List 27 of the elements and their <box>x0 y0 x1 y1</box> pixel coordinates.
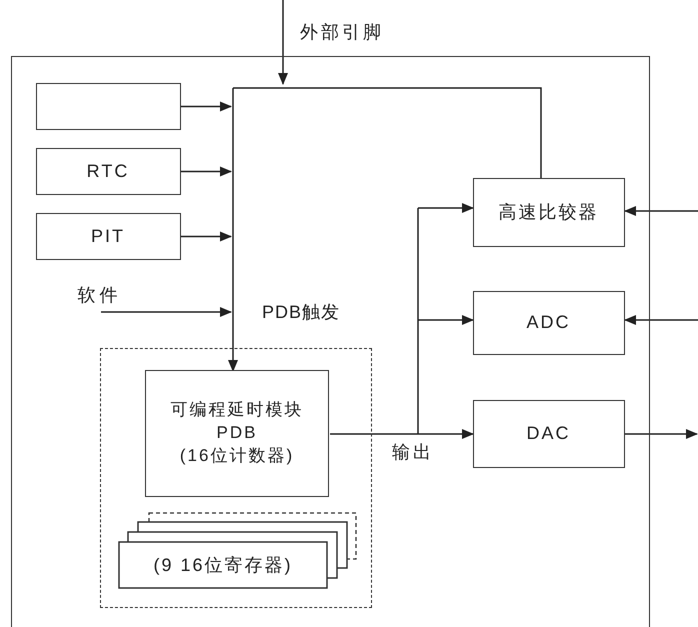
module-box: PIT <box>36 212 180 260</box>
arrow <box>625 429 698 439</box>
arrow <box>418 429 474 439</box>
arrow <box>624 315 698 325</box>
register-label: (9 16位寄存器) <box>152 554 294 577</box>
module-box: RTC <box>36 148 180 194</box>
dashed-group-box <box>100 348 372 608</box>
module-box <box>36 82 180 130</box>
arrow <box>181 102 232 112</box>
arrow <box>181 232 232 242</box>
arrow <box>624 206 698 216</box>
bus-line <box>228 88 238 372</box>
arrow <box>101 307 232 317</box>
module-box: 高速比较器 <box>472 178 624 246</box>
arrow <box>181 166 232 176</box>
output-line <box>417 208 419 434</box>
arrow <box>418 315 474 325</box>
feedback-line <box>233 87 542 178</box>
arrow <box>418 203 474 213</box>
module-box: ADC <box>472 290 624 354</box>
module-box: DAC <box>472 400 624 468</box>
input-label: 软件 <box>78 282 130 308</box>
module-box: 可编程延时模块 PDB (16位计数器) <box>145 370 329 497</box>
arrow <box>278 0 288 85</box>
output-line <box>330 433 418 435</box>
board-frame <box>11 56 650 627</box>
register-stack <box>118 512 357 589</box>
